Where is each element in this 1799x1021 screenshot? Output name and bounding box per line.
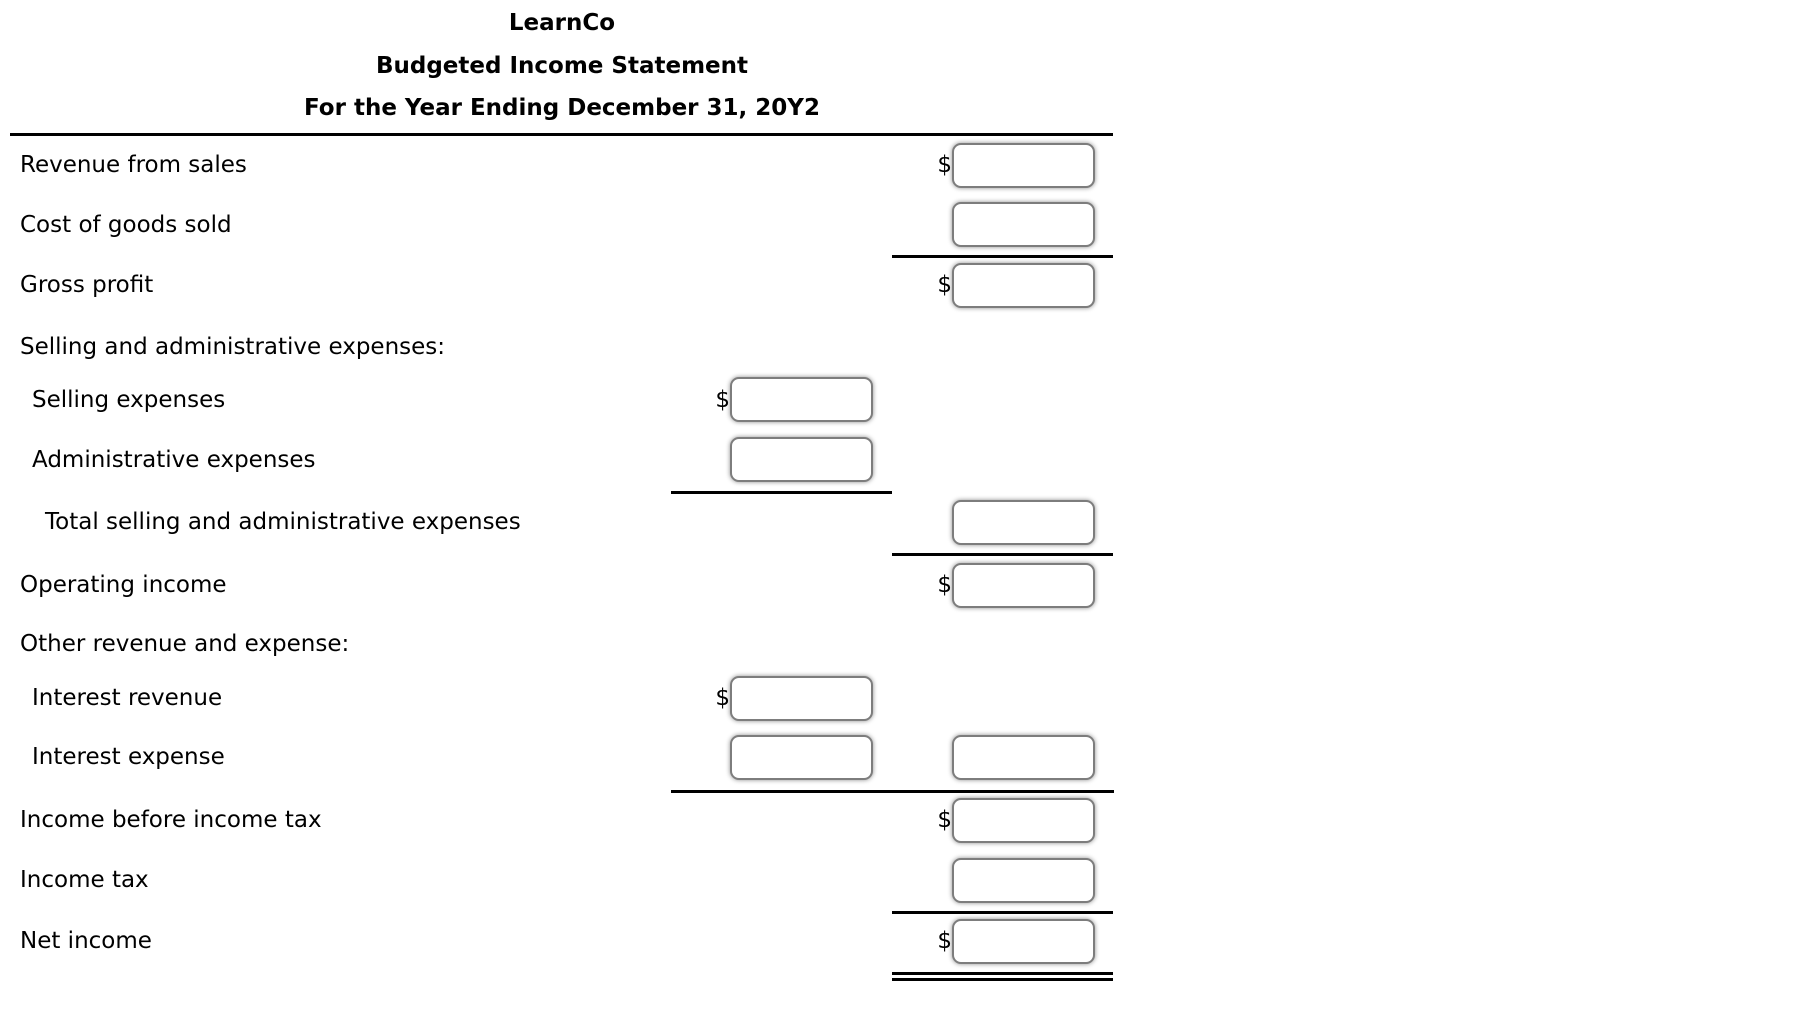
total-selling-and-administrative-expenses-input[interactable]	[952, 500, 1095, 545]
label-interest-revenue: Interest revenue	[32, 685, 223, 711]
label-interest-expense: Interest expense	[32, 744, 225, 770]
label-total-selling-and-administrative-expenses: Total selling and administrative expense…	[45, 509, 521, 535]
income-before-income-tax-input[interactable]	[952, 798, 1095, 843]
net-income-input[interactable]	[952, 919, 1095, 964]
company-name: LearnCo	[508, 10, 616, 36]
dollar-sign: $	[937, 928, 952, 954]
double-rule-under-net-income-top	[892, 972, 1113, 975]
dollar-sign: $	[937, 272, 952, 298]
single-rule-under-total-selling-and-administrative-expenses	[892, 553, 1113, 556]
label-other-revenue-and-expense: Other revenue and expense:	[20, 631, 350, 657]
label-selling-and-administrative-expenses: Selling and administrative expenses:	[20, 334, 446, 360]
single-rule-under-income-tax	[892, 911, 1113, 914]
dollar-sign: $	[937, 152, 952, 178]
single-rule-under-administrative-expenses	[671, 491, 892, 494]
dollar-sign: $	[715, 387, 730, 413]
cost-of-goods-sold-input[interactable]	[952, 202, 1095, 247]
label-income-tax: Income tax	[20, 867, 149, 893]
statement-period: For the Year Ending December 31, 20Y2	[304, 95, 820, 121]
interest-expense-input[interactable]	[730, 735, 873, 780]
gross-profit-input[interactable]	[952, 263, 1095, 308]
single-rule-under-cost-of-goods-sold	[892, 255, 1113, 258]
selling-expenses-input[interactable]	[730, 377, 873, 422]
operating-income-input[interactable]	[952, 563, 1095, 608]
administrative-expenses-input[interactable]	[730, 437, 873, 482]
double-rule-under-net-income-bottom	[892, 978, 1113, 981]
single-rule-under-interest-expense	[671, 790, 1114, 793]
other-revenue-and-expense-total-input[interactable]	[952, 735, 1095, 780]
label-selling-expenses: Selling expenses	[32, 387, 226, 413]
label-revenue-from-sales: Revenue from sales	[20, 152, 247, 178]
revenue-from-sales-input[interactable]	[952, 143, 1095, 188]
dollar-sign: $	[937, 807, 952, 833]
interest-revenue-input[interactable]	[730, 676, 873, 721]
label-net-income: Net income	[20, 928, 152, 954]
income-tax-input[interactable]	[952, 858, 1095, 903]
statement-title: Budgeted Income Statement	[375, 53, 749, 79]
label-gross-profit: Gross profit	[20, 272, 154, 298]
dollar-sign: $	[937, 572, 952, 598]
label-operating-income: Operating income	[20, 572, 227, 598]
label-administrative-expenses: Administrative expenses	[32, 447, 316, 473]
dollar-sign: $	[715, 685, 730, 711]
header-rule	[10, 133, 1113, 136]
label-income-before-income-tax: Income before income tax	[20, 807, 322, 833]
label-cost-of-goods-sold: Cost of goods sold	[20, 212, 232, 238]
